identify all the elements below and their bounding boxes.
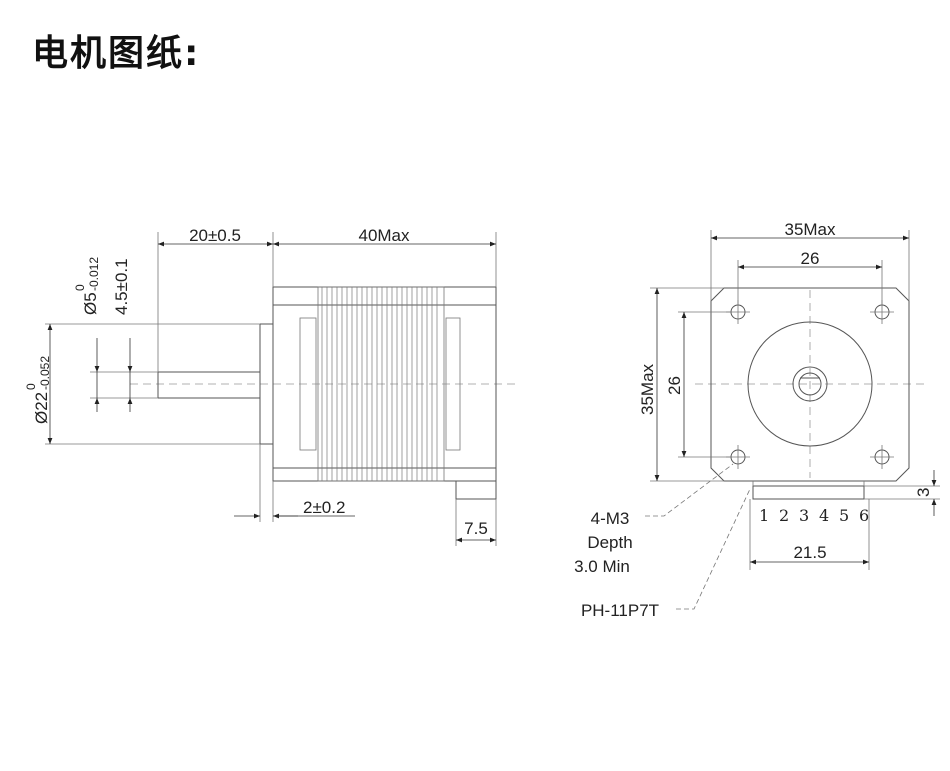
- pin-1: 1: [759, 506, 769, 525]
- dim-boss-diameter-lower: -0.052: [38, 356, 52, 390]
- mount-note-line2: Depth: [587, 533, 632, 552]
- dim-boss-diameter: Ø22 0 -0.052: [24, 323, 260, 445]
- front-connector: 1 2 3 4 5 6: [752, 481, 869, 525]
- pin-6: 6: [859, 506, 869, 525]
- dim-hole-spacing-h-value: 26: [801, 249, 820, 268]
- page-title: 电机图纸:: [32, 33, 201, 74]
- front-boss: [747, 321, 873, 447]
- mount-note-line3: 3.0 Min: [574, 557, 630, 576]
- dim-front-width: 35Max: [710, 220, 910, 301]
- dim-flat-depth: 4.5±0.1: [112, 258, 131, 315]
- pin-4: 4: [819, 506, 829, 525]
- front-shaft: [798, 372, 822, 396]
- dim-shaft-diameter-lower: -0.012: [87, 257, 101, 291]
- dim-hole-spacing-v-value: 26: [665, 376, 684, 395]
- dim-hole-spacing-v: 26: [665, 311, 731, 458]
- front-shaft-outer: [792, 366, 828, 402]
- dim-connector-offset: 7.5: [455, 499, 497, 546]
- mount-note: 4-M3 Depth 3.0 Min: [574, 463, 734, 576]
- dim-boss-height-value: 2±0.2: [303, 498, 345, 517]
- dim-boss-diameter-main: Ø22: [32, 392, 51, 424]
- dim-shaft-diameter-main: Ø5: [81, 292, 100, 315]
- dim-shaft-length: 20±0.5: [189, 226, 241, 245]
- dim-flat: 4.5±0.1: [112, 258, 133, 412]
- dim-connector-offset-value: 7.5: [464, 519, 488, 538]
- dim-connector-height-value: 3: [914, 488, 933, 497]
- body-fins: [321, 287, 438, 481]
- dim-boss-height: 2±0.2: [234, 444, 355, 522]
- dim-connector-height: 3: [864, 470, 940, 516]
- connector-model: PH-11P7T: [581, 601, 659, 620]
- dim-front-height-value: 35Max: [638, 363, 657, 415]
- dim-front-height: 35Max: [638, 287, 724, 482]
- connector-note: PH-11P7T: [581, 488, 751, 620]
- dim-shaft-diameter: Ø5 0 -0.012: [73, 257, 132, 412]
- mounting-holes: [726, 300, 894, 469]
- dim-boss-diameter-upper: 0: [24, 383, 38, 390]
- motor-body: [272, 286, 497, 500]
- dim-front-width-value: 35Max: [784, 220, 836, 239]
- dim-lengths: 20±0.5 40Max: [157, 226, 497, 372]
- boss: [259, 323, 273, 445]
- side-view: 20±0.5 40Max Ø5 0 -0.012 4.5±0.1: [24, 226, 515, 546]
- pin-5: 5: [839, 506, 849, 525]
- pin-3: 3: [799, 506, 809, 525]
- dim-hole-spacing-h: 26: [737, 249, 883, 305]
- front-view: 1 2 3 4 5 6 35Max 26 35Max: [574, 220, 940, 620]
- dim-connector-width-value: 21.5: [793, 543, 826, 562]
- shaft: [132, 371, 260, 399]
- dim-shaft-diameter-upper: 0: [73, 284, 87, 291]
- dim-connector-width: 21.5: [749, 499, 870, 570]
- pin-2: 2: [779, 506, 789, 525]
- mount-note-line1: 4-M3: [591, 509, 630, 528]
- dim-body-length: 40Max: [358, 226, 410, 245]
- motor-frame: [710, 287, 910, 482]
